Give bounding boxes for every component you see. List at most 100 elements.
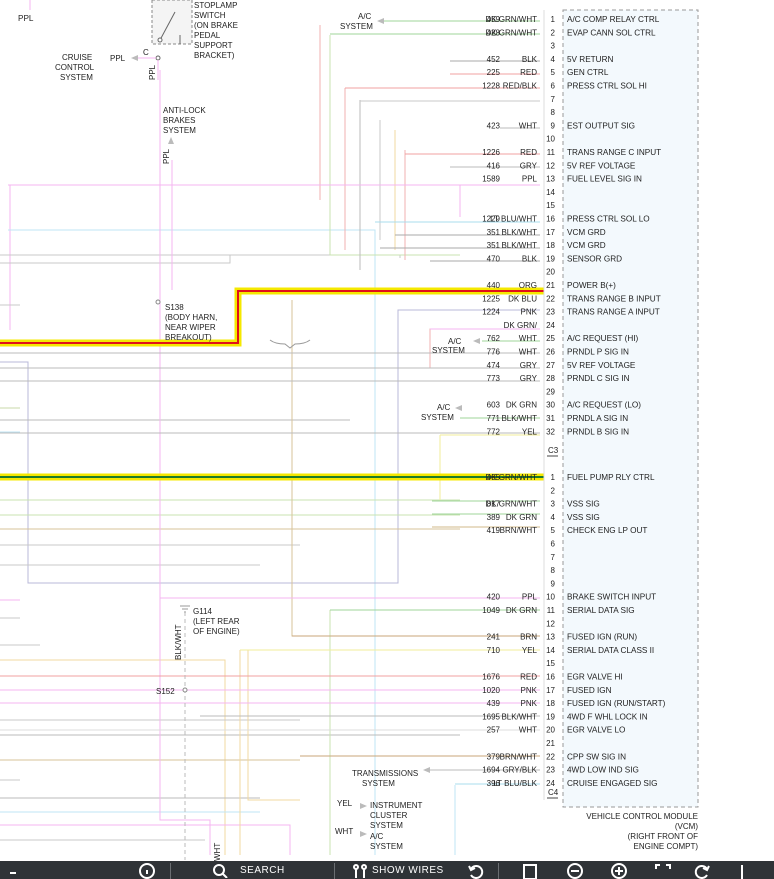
circuit-number: 470 [487,254,501,263]
wire-color: DK GRN/WHT [485,473,537,482]
pin-number: 2 [551,28,556,37]
pin-number: 21 [546,739,555,748]
circuit-number: 772 [487,427,501,436]
pin-number: 30 [546,401,555,410]
wire-color: BLK/WHT [501,228,537,237]
instrument-wire-label: YEL [337,799,353,808]
pin-number: 19 [546,254,555,263]
wire-color: PPL [522,593,538,602]
pin-function: PRNDL C SIG IN [567,374,630,383]
wire-color: BLK/WHT [501,414,537,423]
show-wires-button[interactable]: SHOW WIRES [352,861,444,879]
info-icon[interactable] [138,861,156,879]
toolbar-right-edge-icon[interactable] [738,861,750,879]
redo-icon[interactable] [694,861,712,879]
g114-line-1: G114 [193,607,213,616]
pin-function: 5V REF VOLTAGE [567,161,636,170]
wire-color: BLK/WHT [501,241,537,250]
wire-color: DK GRN/WHT [485,15,537,24]
pin-number: 28 [546,374,555,383]
pin-function: PRESS CTRL SOL LO [567,215,650,224]
module-line-1: VEHICLE CONTROL MODULE [586,812,698,821]
brace-icon [269,339,311,349]
anti-lock-line-3: SYSTEM [163,126,196,135]
pin-number: 13 [546,175,555,184]
ground-icon [180,605,190,613]
pin-number: 12 [546,619,555,628]
undo-icon[interactable] [466,861,484,879]
trans-line-1: TRANSMISSIONS [352,769,418,778]
pin-number: 9 [551,579,556,588]
pin-function: EGR VALVE HI [567,673,623,682]
circuit-number: 1224 [482,308,500,317]
pin-function: EST OUTPUT SIG [567,121,635,130]
module-line-4: ENGINE COMPT) [634,842,699,851]
circuit-number: 1226 [482,148,500,157]
wire-color: BLK/WHT [501,712,537,721]
fullscreen-icon[interactable] [654,861,672,879]
zoom-out-icon[interactable] [566,861,584,879]
pin-function: GEN CTRL [567,68,609,77]
wire-color: GRY [520,161,538,170]
circuit-number: 419 [487,526,501,535]
circuit-number: 379 [487,752,501,761]
ac-bottom-arrow-icon [360,831,367,837]
pin-number: 4 [551,55,556,64]
pin-row-connector_c4-6: 6 [551,540,556,549]
ac30-line-2: SYSTEM [421,413,454,422]
ac-top-line-2: SYSTEM [340,22,373,31]
circuit-number: 351 [487,241,501,250]
wire-color: PNK [521,308,538,317]
pin-number: 5 [551,526,556,535]
search-button[interactable]: SEARCH [212,861,285,879]
pin-function: CRUISE ENGAGED SIG [567,779,658,788]
pin-function: A/C REQUEST (LO) [567,401,641,410]
pin-number: 16 [546,215,555,224]
trans-line-2: SYSTEM [362,779,395,788]
circuit-number: 1694 [482,766,500,775]
pin-row-connector_c4-21: 21 [546,739,555,748]
circuit-number: 1225 [482,294,500,303]
circuit-number: 1229 [482,215,500,224]
pin-function: A/C COMP RELAY CTRL [567,15,660,24]
pin-function: PRNDL A SIG IN [567,414,628,423]
wire-color: WHT [519,121,537,130]
circuit-number: 1020 [482,686,500,695]
instrument-line-2: CLUSTER [370,811,408,820]
switch-c-label: C [143,48,149,57]
pin-function: TRANS RANGE B INPUT [567,294,661,303]
wire-color: RED [520,673,537,682]
s138-line-4: BREAKOUT) [165,333,212,342]
circuit-number: 440 [487,281,501,290]
stoplamp-switch-box [151,0,193,45]
search-label: SEARCH [240,864,285,876]
wire-color: DK GRN/ [504,321,538,330]
circuit-number: 762 [487,334,501,343]
zoom-in-icon[interactable] [610,861,628,879]
anti-lock-ppl: PPL [162,148,171,164]
pin-number: 18 [546,699,555,708]
circuit-number: 439 [487,699,501,708]
wire-color: LT BLU/WHT [490,215,537,224]
pin-row-connector_c4-12: 12 [546,619,555,628]
pin-number: 17 [546,686,555,695]
page-icon[interactable] [522,861,538,879]
wire-color: DK BLU [508,294,537,303]
stoplamp-line-1: STOPLAMP [194,1,237,10]
pin-number: 2 [551,486,556,495]
pin-number: 1 [551,15,556,24]
g114-line-3: OF ENGINE) [193,627,240,636]
pin-function: VCM GRD [567,228,606,237]
